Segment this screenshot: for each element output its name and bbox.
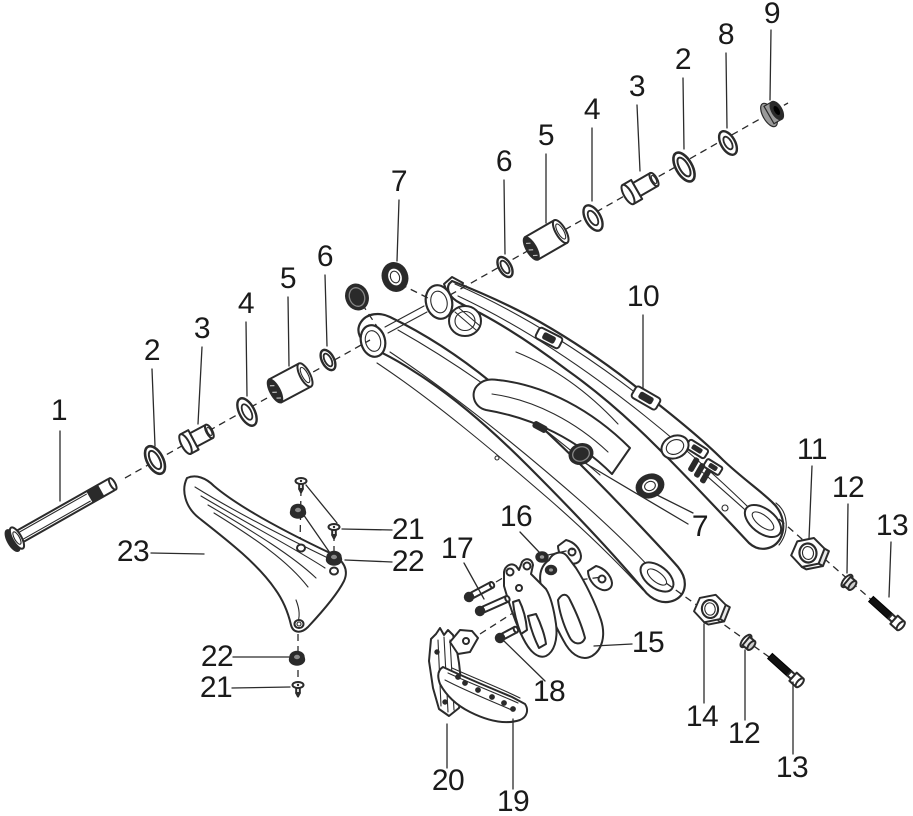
- axle-slot-lower: [639, 561, 675, 593]
- seal-bore-window: [660, 434, 690, 460]
- slider-screw: [294, 477, 308, 494]
- spacer-sleeve-right: [620, 171, 660, 206]
- hose-clip: [684, 438, 710, 460]
- guide-flange-nut: [544, 564, 558, 576]
- adjuster-lock-nut-lower: [739, 633, 757, 652]
- chain-guide-bracket: [503, 551, 605, 659]
- chain-adjuster-block-upper: [790, 537, 830, 571]
- washer-right: [582, 204, 604, 232]
- hose-clip: [702, 458, 724, 476]
- adjuster-lock-nut-upper: [840, 573, 858, 592]
- slider-screw: [291, 681, 305, 698]
- flat-washer: [717, 130, 739, 156]
- pivot-dust-cap-front: [345, 283, 369, 311]
- vent-slots: [688, 457, 712, 484]
- guide-flange-nut: [535, 551, 549, 563]
- slider-screw: [327, 523, 341, 540]
- pivot-dust-cap-rear: [568, 443, 594, 465]
- guide-mount-bolt: [494, 625, 520, 644]
- upper-pivot-tube: [424, 284, 454, 320]
- dust-seal-front: [381, 262, 409, 292]
- adjuster-bolt-upper: [867, 595, 906, 632]
- spacer-sleeve-left: [178, 423, 215, 455]
- guide-socket-bolt: [463, 580, 496, 603]
- pivot-bearing-housing: [448, 305, 482, 337]
- swingarm-body: [357, 276, 787, 604]
- chain-roller-boss: [534, 326, 564, 350]
- rear-axle-pivot-bolt: [4, 477, 118, 552]
- axle-slot-upper: [743, 503, 783, 539]
- slider-grommet: [325, 550, 343, 566]
- slider-grommet: [289, 503, 307, 519]
- guide-socket-bolt: [474, 594, 511, 617]
- chain-adjuster-block-lower: [693, 593, 731, 626]
- lower-pivot-tube: [359, 324, 387, 358]
- chain-guide-inner: [437, 629, 529, 724]
- chain-slider: [183, 475, 347, 633]
- washer-left: [236, 397, 258, 427]
- slider-grommet: [288, 650, 306, 666]
- dust-seal-rear: [635, 473, 665, 499]
- o-ring-right: [672, 151, 696, 183]
- adjuster-bolt-lower: [766, 652, 805, 689]
- needle-bearing-right: [522, 218, 570, 261]
- thrust-ring-left: [319, 348, 337, 372]
- leader-lines: [59, 29, 892, 790]
- o-ring-left: [143, 444, 167, 476]
- hose-guide-boss: [630, 385, 662, 411]
- flange-nut: [760, 100, 785, 128]
- needle-bearing-left: [266, 362, 314, 404]
- thrust-ring-right: [496, 255, 514, 279]
